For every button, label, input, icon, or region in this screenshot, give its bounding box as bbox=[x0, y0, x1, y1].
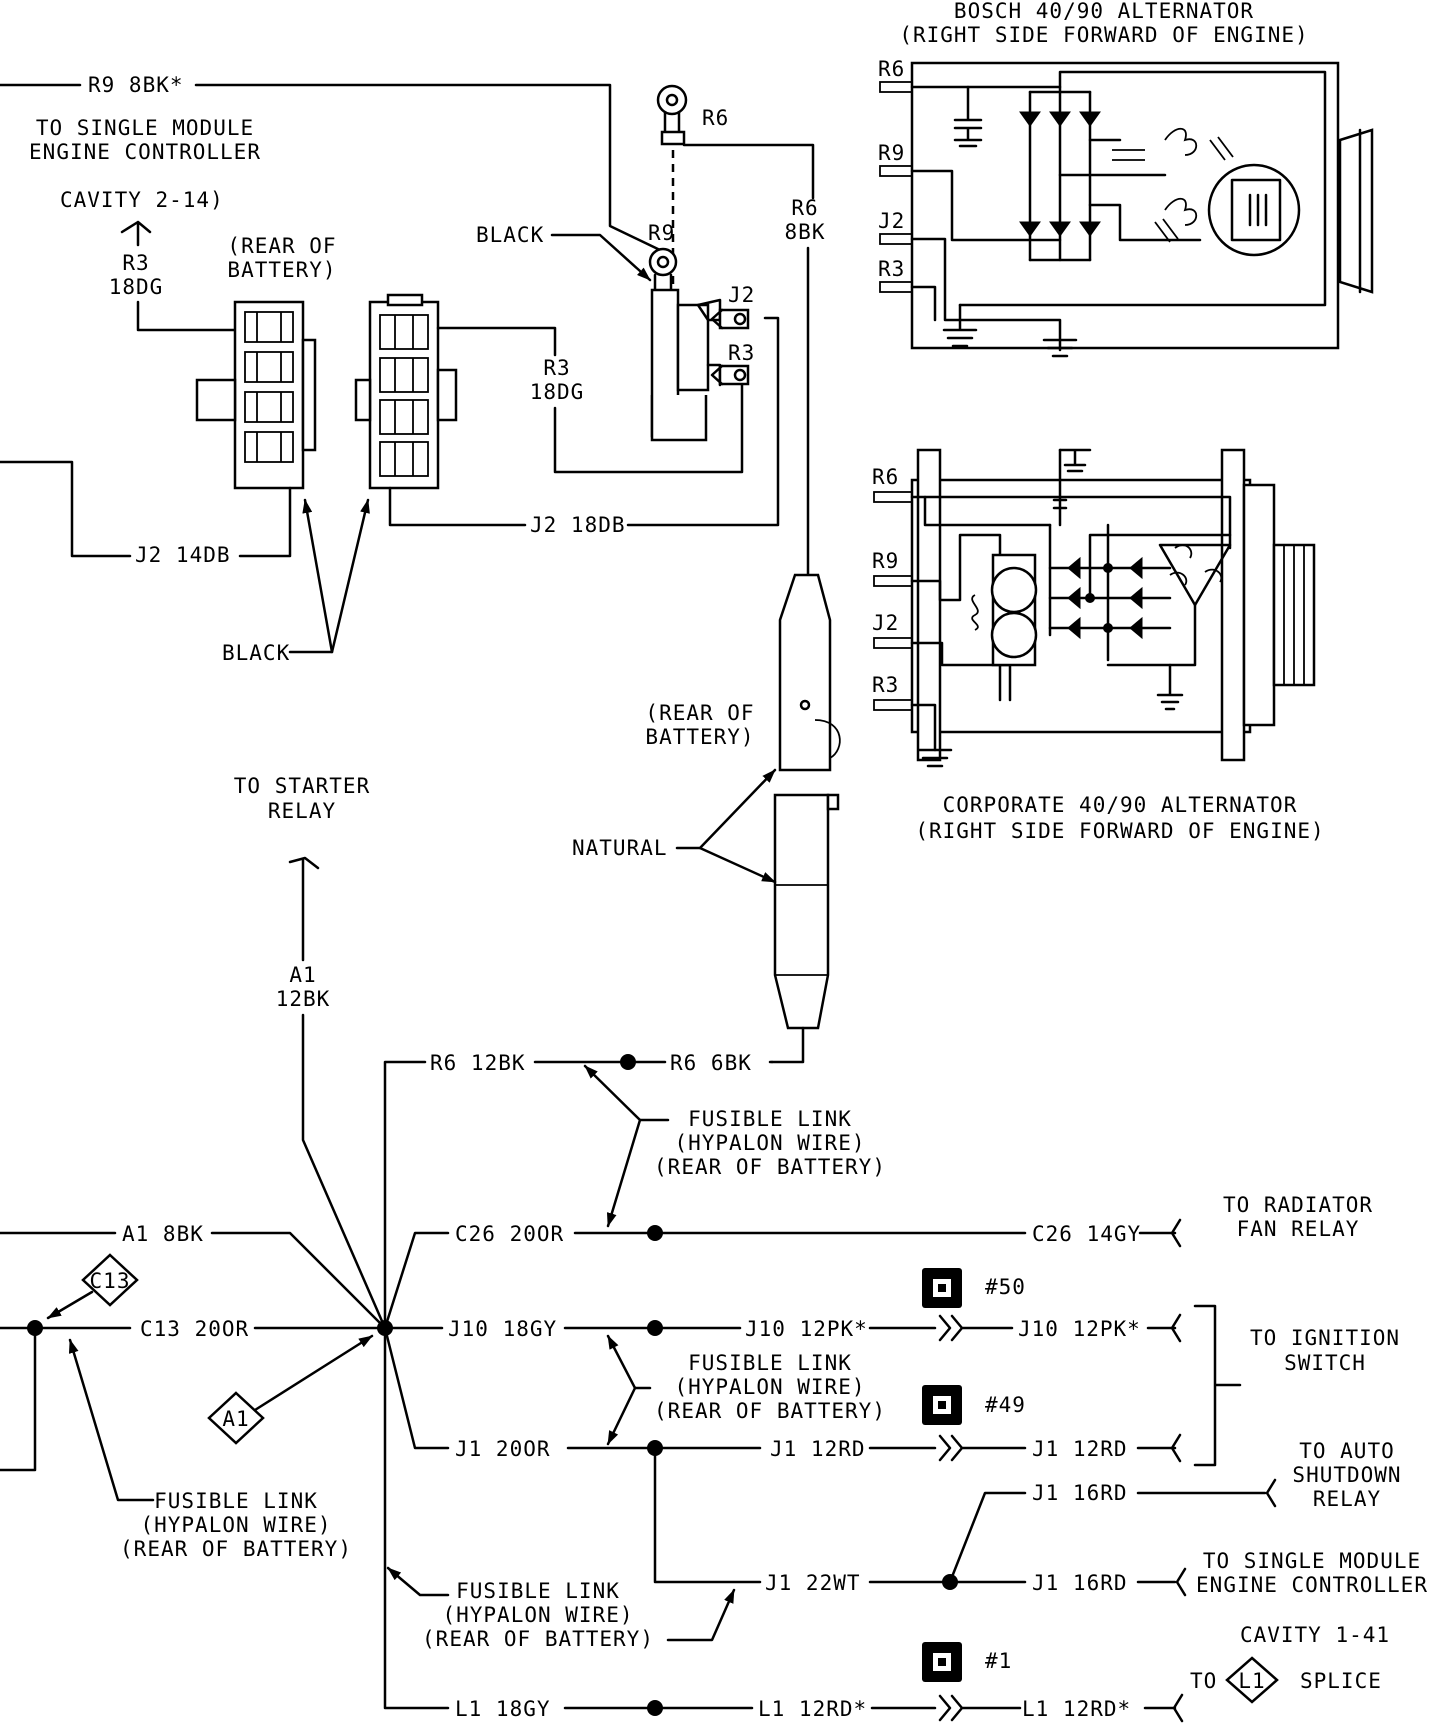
natural-connector: (REAR OF BATTERY) NATURAL bbox=[572, 573, 841, 1064]
rear-battery-1a: (REAR OF bbox=[227, 234, 336, 258]
relay-terminal-r9: R9 bbox=[648, 221, 675, 245]
black-label-bottom: BLACK bbox=[222, 641, 290, 665]
corporate-terminal-r9: R9 bbox=[872, 549, 899, 573]
engine-controller-area: R9 8BK* TO SINGLE MODULE ENGINE CONTROLL… bbox=[0, 73, 826, 665]
wire-r6-top: R6 bbox=[702, 106, 729, 130]
connector-1-label: #1 bbox=[985, 1649, 1012, 1673]
wire-j1-22wt: J1 22WT bbox=[765, 1571, 861, 1595]
bosch-title: BOSCH 40/90 ALTERNATOR bbox=[954, 0, 1254, 23]
bosch-terminal-r6: R6 bbox=[878, 57, 905, 81]
fusible-1-line3: (REAR OF BATTERY) bbox=[654, 1155, 886, 1179]
wire-r9-8bk: R9 8BK* bbox=[88, 73, 184, 97]
bosch-subtitle: (RIGHT SIDE FORWARD OF ENGINE) bbox=[899, 23, 1308, 47]
fusible-3-line3: (REAR OF BATTERY) bbox=[120, 1537, 352, 1561]
bosch-terminal-r9: R9 bbox=[878, 141, 905, 165]
asd-line2: SHUTDOWN bbox=[1292, 1463, 1401, 1487]
splice-to: TO bbox=[1190, 1669, 1217, 1693]
wire-a1: A1 bbox=[289, 963, 316, 987]
connector-50-icon bbox=[922, 1268, 962, 1308]
wire-r6-8bk: 8BK bbox=[785, 220, 826, 244]
black-label-top: BLACK bbox=[476, 223, 544, 247]
wire-l1-18gy: L1 18GY bbox=[455, 1697, 551, 1721]
fusible-4-line3: (REAR OF BATTERY) bbox=[422, 1627, 654, 1651]
corporate-title: CORPORATE 40/90 ALTERNATOR bbox=[943, 793, 1298, 817]
corporate-terminal-r6: R6 bbox=[872, 465, 899, 489]
smec-line1: TO SINGLE MODULE bbox=[1203, 1549, 1421, 1573]
wire-j1-12rd-a: J1 12RD bbox=[770, 1437, 866, 1461]
asd-line3: RELAY bbox=[1313, 1487, 1381, 1511]
wire-j10-12pk-b: J10 12PK* bbox=[1018, 1317, 1141, 1341]
wire-r6-12bk: R6 12BK bbox=[430, 1051, 526, 1075]
wire-r3-b: R3 bbox=[543, 356, 570, 380]
wire-r6: R6 bbox=[791, 196, 818, 220]
splice-cavity: CAVITY 1-41 bbox=[1240, 1623, 1390, 1647]
starter-relay-line1: TO STARTER bbox=[234, 774, 370, 798]
wire-j2-18db: J2 18DB bbox=[530, 513, 626, 537]
wire-j1-16rd-a: J1 16RD bbox=[1032, 1481, 1128, 1505]
bosch-terminal-r3: R3 bbox=[878, 257, 905, 281]
bosch-terminal-j2: J2 bbox=[878, 209, 905, 233]
wire-r6-6bk: R6 6BK bbox=[670, 1051, 752, 1075]
wire-a1-8bk: A1 8BK bbox=[122, 1222, 204, 1246]
wire-a1-gauge: 12BK bbox=[276, 987, 331, 1011]
l1-diamond: L1 bbox=[1238, 1669, 1265, 1693]
rear-battery-2b: BATTERY) bbox=[645, 725, 754, 749]
wire-j10-18gy: J10 18GY bbox=[448, 1317, 557, 1341]
wire-c26-20or: C26 20OR bbox=[455, 1222, 564, 1246]
wire-r3-b-gauge: 18DG bbox=[530, 380, 585, 404]
fusible-4-line2: (HYPALON WIRE) bbox=[442, 1603, 633, 1627]
connector-50-label: #50 bbox=[985, 1275, 1026, 1299]
relay-terminal-r3: R3 bbox=[728, 341, 755, 365]
connector-1-icon bbox=[922, 1642, 962, 1682]
fusible-1-line1: FUSIBLE LINK bbox=[688, 1107, 852, 1131]
fusible-2-line2: (HYPALON WIRE) bbox=[674, 1375, 865, 1399]
smec-line2: ENGINE CONTROLLER bbox=[1196, 1573, 1428, 1597]
bosch-alternator: BOSCH 40/90 ALTERNATOR (RIGHT SIDE FORWA… bbox=[878, 0, 1374, 358]
connector-49-icon bbox=[922, 1385, 962, 1425]
radiator-line2: FAN RELAY bbox=[1237, 1217, 1360, 1241]
fusible-2-line3: (REAR OF BATTERY) bbox=[654, 1399, 886, 1423]
corporate-terminal-r3: R3 bbox=[872, 673, 899, 697]
fusible-2-line1: FUSIBLE LINK bbox=[688, 1351, 852, 1375]
wire-c13-20or: C13 20OR bbox=[140, 1317, 249, 1341]
wire-j2-14db: J2 14DB bbox=[135, 543, 231, 567]
natural-label: NATURAL bbox=[572, 836, 668, 860]
radiator-line1: TO RADIATOR bbox=[1223, 1193, 1373, 1217]
starter-relay-line2: RELAY bbox=[268, 799, 336, 823]
corporate-subtitle: (RIGHT SIDE FORWARD OF ENGINE) bbox=[915, 819, 1324, 843]
fusible-3-line1: FUSIBLE LINK bbox=[154, 1489, 318, 1513]
a1-diamond: A1 bbox=[222, 1407, 249, 1431]
splice-label: SPLICE bbox=[1300, 1669, 1382, 1693]
c13-diamond: C13 bbox=[90, 1269, 131, 1293]
wire-j1-20or: J1 20OR bbox=[455, 1437, 551, 1461]
ignition-line1: TO IGNITION bbox=[1250, 1326, 1400, 1350]
connector-49-label: #49 bbox=[985, 1393, 1026, 1417]
wire-c26-14gy: C26 14GY bbox=[1032, 1222, 1141, 1246]
main-splice: R6 12BK R6 6BK FUSIBLE LINK (HYPALON WIR… bbox=[0, 1051, 1428, 1723]
wire-l1-12rd-b: L1 12RD* bbox=[1022, 1697, 1131, 1721]
ignition-line2: SWITCH bbox=[1284, 1351, 1366, 1375]
wire-r3-a-gauge: 18DG bbox=[109, 275, 164, 299]
relay-terminal-j2: J2 bbox=[728, 283, 755, 307]
fusible-1-line2: (HYPALON WIRE) bbox=[674, 1131, 865, 1155]
fusible-4-line1: FUSIBLE LINK bbox=[456, 1579, 620, 1603]
engine-controller-cavity: CAVITY 2-14) bbox=[60, 188, 224, 212]
engine-controller-line1: TO SINGLE MODULE bbox=[36, 116, 254, 140]
fusible-3-line2: (HYPALON WIRE) bbox=[140, 1513, 331, 1537]
wire-l1-12rd-a: L1 12RD* bbox=[758, 1697, 867, 1721]
rear-battery-2a: (REAR OF bbox=[645, 701, 754, 725]
wire-r3-a: R3 bbox=[122, 251, 149, 275]
engine-controller-line2: ENGINE CONTROLLER bbox=[29, 140, 261, 164]
wire-j1-16rd-b: J1 16RD bbox=[1032, 1571, 1128, 1595]
asd-line1: TO AUTO bbox=[1299, 1439, 1395, 1463]
starter-relay-feed: TO STARTER RELAY A1 12BK bbox=[234, 774, 387, 1330]
wire-j1-12rd-b: J1 12RD bbox=[1032, 1437, 1128, 1461]
corporate-alternator: R6 R9 J2 R3 bbox=[872, 448, 1324, 843]
rear-battery-1b: BATTERY) bbox=[227, 258, 336, 282]
corporate-terminal-j2: J2 bbox=[872, 611, 899, 635]
wire-j10-12pk-a: J10 12PK* bbox=[745, 1317, 868, 1341]
